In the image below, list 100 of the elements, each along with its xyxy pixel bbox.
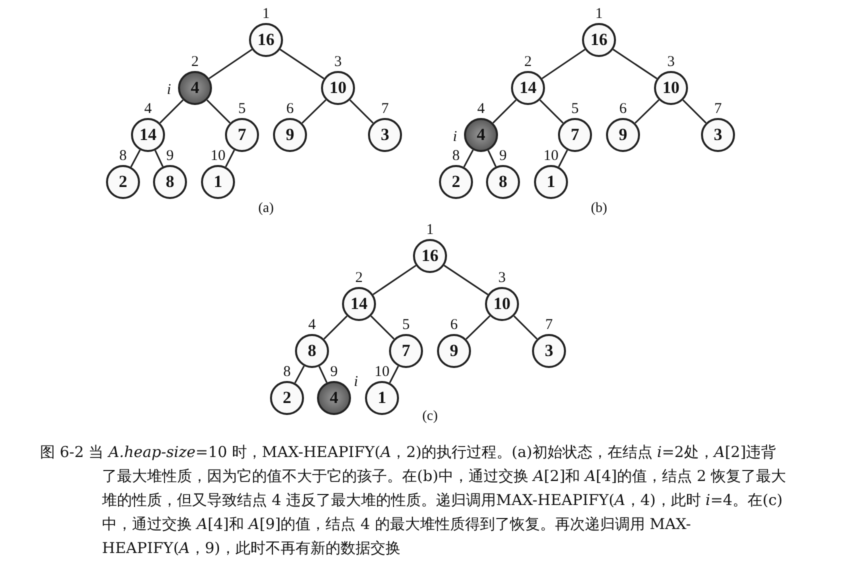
tree-edge [154, 150, 164, 167]
index-label: 5 [238, 101, 246, 117]
tree-node [270, 381, 304, 415]
node-value: 10 [330, 78, 346, 98]
tree-edge [612, 48, 658, 80]
tree-edge [370, 315, 395, 340]
node-value: 1 [546, 172, 556, 192]
tree-node [439, 165, 473, 199]
node-value: 10 [494, 294, 510, 314]
node-value: 14 [140, 125, 156, 145]
index-label: 7 [381, 101, 389, 117]
tree-node [153, 165, 187, 199]
node-value: 16 [258, 30, 274, 50]
tree-node [558, 118, 592, 152]
tree-node [437, 334, 471, 368]
tree-node [532, 334, 566, 368]
node-value: 2 [282, 388, 292, 408]
index-label: 4 [308, 317, 316, 333]
node-value: 9 [450, 341, 458, 361]
index-label: 10 [544, 148, 558, 164]
node-value: 4 [330, 388, 338, 408]
index-label: 4 [477, 101, 485, 117]
node-value: 16 [422, 246, 438, 266]
index-label: 6 [286, 101, 294, 117]
node-value: 9 [286, 125, 294, 145]
index-label: 3 [667, 54, 675, 70]
tree-edge [206, 99, 231, 124]
pointer-label: i [354, 374, 358, 390]
index-label: 9 [499, 148, 507, 164]
tree-node [295, 334, 329, 368]
tree-node [582, 23, 616, 57]
node-value: 4 [190, 78, 200, 98]
node-value: 4 [476, 125, 486, 145]
index-label: 8 [119, 148, 127, 164]
tree-edge [542, 48, 586, 80]
index-label: 3 [498, 270, 506, 286]
tree-edge [487, 150, 497, 167]
index-label: 3 [334, 54, 342, 70]
tree-node [485, 287, 519, 321]
node-value: 8 [166, 172, 174, 192]
node-value: 1 [214, 172, 222, 192]
index-label: 1 [595, 6, 603, 22]
index-label: 1 [262, 6, 270, 22]
tree-edge [682, 99, 707, 124]
figure-caption: 图 6-2 当 A.heap-size=10 时，MAX-HEAPIFY(A，2)的执行过程。(a)初始状态，在结点 i=2处，A[2]违背了最大堆性质，因为它的值不大于它的孩子。在(b)中，通过交换 A[2]和 A[4]的值，结点 2 恢复了最大堆的性质，但又导致结点 4 违反了最大堆的性质。递归调用MAX-HEAPIFY(A，4)，此时 i=4。在(c)中，通过交换 A[4]和 A[9]的值，结点 4 的最大堆性质得到了恢复。再次递归调用 MAX-HEAPIFY(A，9)，此时不再有新的数据交换 [40, 442, 788, 559]
node-value: 7 [238, 125, 246, 145]
tree-node [464, 118, 498, 152]
node-value: 14 [350, 294, 368, 314]
index-label: 9 [330, 364, 338, 380]
index-label: 5 [571, 101, 579, 117]
tree-edge [539, 99, 564, 124]
index-label: 6 [450, 317, 458, 333]
node-value: 2 [118, 172, 128, 192]
node-value: 7 [570, 125, 580, 145]
index-label: 7 [714, 101, 722, 117]
tree-edge [280, 48, 324, 80]
tree-edge [389, 366, 399, 384]
tree-edge [159, 99, 184, 124]
tree-edge [130, 150, 141, 168]
index-label: 10 [210, 148, 226, 164]
node-value: 8 [308, 341, 316, 361]
tree-node [511, 71, 545, 105]
tree-node [225, 118, 259, 152]
pointer-label: i [166, 82, 172, 98]
tree-edge [466, 315, 490, 340]
tree-node [413, 239, 447, 273]
tree-edge [302, 99, 326, 124]
node-value: 3 [380, 125, 390, 145]
node-value: 16 [590, 30, 608, 50]
index-label: 1 [426, 222, 434, 238]
panel-label: (a) [258, 201, 274, 217]
tree-node [342, 287, 376, 321]
tree-edge [225, 150, 235, 168]
index-label: 4 [144, 101, 152, 117]
tree-edge [463, 150, 474, 168]
node-value: 14 [520, 78, 536, 98]
index-label: 9 [166, 148, 174, 164]
panel-label: (b) [590, 201, 608, 217]
node-value: 8 [498, 172, 508, 192]
tree-node [273, 118, 307, 152]
tree-node [365, 381, 399, 415]
tree-node [201, 165, 235, 199]
index-label: 5 [402, 317, 410, 333]
node-value: 3 [714, 125, 722, 145]
index-label: 8 [452, 148, 460, 164]
node-value: 2 [452, 172, 460, 192]
tree-node [606, 118, 640, 152]
index-label: 8 [283, 364, 291, 380]
tree-node [654, 71, 688, 105]
panel-label: (c) [422, 409, 438, 425]
node-value: 3 [544, 341, 554, 361]
index-label: 10 [374, 364, 390, 380]
tree-edge [558, 150, 568, 168]
node-value: 1 [378, 388, 386, 408]
tree-node [249, 23, 283, 57]
tree-node [317, 381, 351, 415]
index-label: 6 [619, 101, 627, 117]
tree-node [178, 71, 212, 105]
node-value: 9 [618, 125, 628, 145]
node-value: 7 [402, 341, 410, 361]
